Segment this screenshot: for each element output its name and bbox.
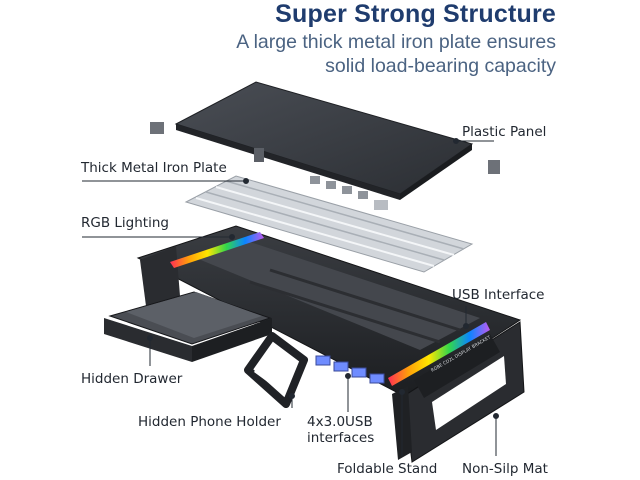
metal-iron-plate <box>184 175 474 273</box>
leader-dot-hidden-drawer <box>147 335 153 341</box>
label-metal-plate: Thick Metal Iron Plate <box>81 160 227 176</box>
base-frame <box>136 225 525 463</box>
label-usb-ports: 4x3.0USB interfaces <box>307 414 374 446</box>
leader-dot-phone-holder <box>289 393 295 399</box>
label-usb-interface: USB Interface <box>452 287 545 303</box>
hidden-drawer <box>104 291 272 362</box>
leader-dot-usb-interface <box>463 323 469 329</box>
subheadline-line-2: solid load-bearing capacity <box>325 55 556 77</box>
panel-foot-right <box>488 160 500 174</box>
leader-dot-rgb-lighting <box>229 234 235 240</box>
right-handle <box>403 321 525 463</box>
label-foldable-stand: Foldable Stand <box>337 461 438 477</box>
rgb-strip-left <box>170 232 264 268</box>
hidden-phone-holder <box>244 332 308 408</box>
subheadline-line-1: A large thick metal iron plate ensures <box>236 31 556 53</box>
label-hidden-drawer: Hidden Drawer <box>81 371 183 387</box>
rgb-strip-right <box>388 322 490 386</box>
label-usb-ports-line-2: interfaces <box>307 430 375 446</box>
label-plastic-panel: Plastic Panel <box>462 124 547 140</box>
panel-foot-left <box>150 122 164 134</box>
headline: Super Strong Structure <box>275 0 556 28</box>
leader-dot-metal-plate <box>243 178 249 184</box>
usb-port-cluster <box>315 355 385 384</box>
leader-dot-plastic-panel <box>453 138 459 144</box>
plastic-panel <box>150 81 500 210</box>
panel-tab <box>254 148 264 162</box>
label-non-slip-mat: Non-Silp Mat <box>462 461 548 477</box>
label-hidden-phone-holder: Hidden Phone Holder <box>138 414 281 430</box>
panel-usb-cutouts <box>310 176 388 210</box>
callout-leader-lines <box>82 138 499 456</box>
label-rgb-lighting: RGB Lighting <box>81 215 169 231</box>
leader-dot-foldable-stand <box>399 389 405 395</box>
leader-dot-usb-ports <box>345 373 351 379</box>
label-usb-ports-line-1: 4x3.0USB <box>307 414 373 430</box>
leader-dot-non-slip-mat <box>493 413 499 419</box>
